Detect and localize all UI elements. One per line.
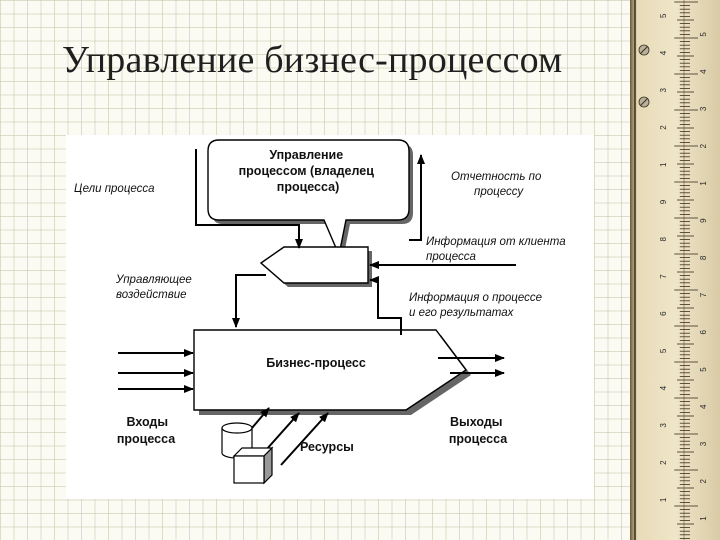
business-process-shape <box>193 329 468 411</box>
ruler-number: 4 <box>699 404 708 409</box>
resources-label: Ресурсы <box>300 440 354 454</box>
process-info-label-line1: Информация о процессе <box>409 292 542 304</box>
ruler-number: 4 <box>659 385 668 390</box>
svg-text:Входы процесса: Входы процесса <box>117 415 176 446</box>
control-action-arrow <box>232 274 266 328</box>
inputs-label-line1: Входы <box>126 415 168 429</box>
ruler-number: 1 <box>659 162 668 167</box>
ruler-number: 8 <box>699 255 708 260</box>
ruler-number: 7 <box>699 292 708 297</box>
ruler-ticks <box>674 1 698 539</box>
outputs-label-line2: процесса <box>449 432 508 446</box>
goals-arrow <box>195 149 303 249</box>
process-diagram-svg: Управление процессом (владелец процесса)… <box>74 139 569 485</box>
ruler-number: 3 <box>699 106 708 111</box>
management-bubble <box>207 139 410 258</box>
svg-text:Отчетность по процессу: Отчетность по процессу <box>451 171 545 198</box>
svg-text:Управление процессом (вл: Управление процессом (владелец процесса) <box>239 148 378 194</box>
management-label-line1: Управление <box>269 148 343 162</box>
ruler-number: 7 <box>659 274 668 279</box>
ruler-number: 6 <box>659 311 668 316</box>
ruler-number: 9 <box>659 199 668 204</box>
ruler-number: 3 <box>699 441 708 446</box>
ruler-number: 2 <box>659 460 668 465</box>
control-action-label-line1: Управляющее <box>115 274 192 286</box>
ruler-number: 2 <box>659 125 668 130</box>
svg-text:Управляющее воздействие: Управляющее воздействие <box>115 274 195 301</box>
controller-shape <box>259 246 369 284</box>
ruler-number: 2 <box>699 143 708 148</box>
ruler-svg: 5 5 4 4 3 3 2 2 1 1 9 9 8 8 7 7 6 6 5 5 4 4 3 3 2 2 1 1 <box>630 0 720 540</box>
ruler-number: 4 <box>699 69 708 74</box>
resource-cube-icon <box>232 446 274 485</box>
ruler-number: 4 <box>659 50 668 55</box>
svg-text:Информация от клиента пр: Информация от клиента процесса <box>426 236 569 263</box>
ruler-number: 6 <box>699 330 708 335</box>
ruler-screw-icon <box>638 96 650 108</box>
resource-arrow-2 <box>265 412 300 451</box>
management-label-line2: процессом (владелец <box>239 164 375 178</box>
process-info-arrow <box>369 276 402 335</box>
svg-text:Выходы процесса: Выходы процесса <box>449 415 508 446</box>
ruler-numbers: 5 5 4 4 3 3 2 2 1 1 9 9 8 8 7 7 6 6 5 5 4 4 3 3 2 2 1 1 <box>659 13 708 521</box>
outputs-label-line1: Выходы <box>450 415 502 429</box>
ruler-number: 5 <box>659 348 668 353</box>
resource-arrow-3 <box>280 412 329 466</box>
ruler-number: 9 <box>699 218 708 223</box>
ruler-number: 5 <box>699 367 708 372</box>
ruler-number: 3 <box>659 423 668 428</box>
decorative-ruler: 5 5 4 4 3 3 2 2 1 1 9 9 8 8 7 7 6 6 5 5 4 4 3 3 2 2 1 1 <box>630 0 720 540</box>
ruler-number: 5 <box>659 13 668 18</box>
svg-text:Информация о процессе и: Информация о процессе и его результатах <box>409 292 545 319</box>
business-process-label: Бизнес-процесс <box>266 356 366 370</box>
management-label-line3: процесса) <box>277 180 339 194</box>
ruler-number: 8 <box>659 236 668 241</box>
ruler-number: 2 <box>699 479 708 484</box>
ruler-number: 5 <box>699 32 708 37</box>
slide-title: Управление бизнес-процессом <box>62 39 563 81</box>
process-goals-label: Цели процесса <box>74 183 155 195</box>
process-info-label-line2: и его результатах <box>409 307 515 319</box>
client-info-label-line2: процесса <box>426 251 476 263</box>
reporting-label-line1: Отчетность по <box>451 171 542 183</box>
client-info-label-line1: Информация от клиента <box>426 236 566 248</box>
ruler-number: 1 <box>659 497 668 502</box>
inputs-label-line2: процесса <box>117 432 176 446</box>
process-diagram: Управление процессом (владелец процесса)… <box>66 135 594 499</box>
ruler-number: 1 <box>699 181 708 186</box>
ruler-number: 1 <box>699 516 708 521</box>
reporting-arrow <box>409 154 425 241</box>
reporting-label-line2: процессу <box>474 186 524 198</box>
control-action-label-line2: воздействие <box>116 289 187 301</box>
ruler-number: 3 <box>659 87 668 92</box>
ruler-screw-icon <box>638 44 650 56</box>
